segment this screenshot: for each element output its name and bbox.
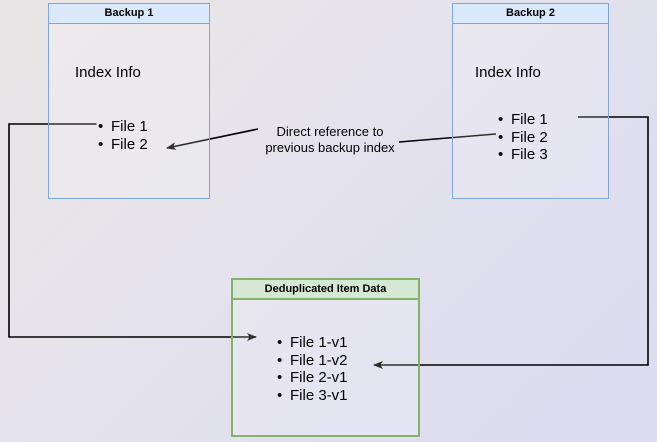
deduplicated-file-list: File 1-v1 File 1-v2 File 2-v1 File 3-v1: [277, 334, 348, 404]
node-backup-2-body: Index Info File 1 File 2 File 3: [453, 24, 608, 198]
list-item: File 1-v2: [277, 352, 348, 370]
list-item: File 1: [498, 111, 548, 129]
node-backup-1-body: Index Info File 1 File 2: [49, 24, 209, 198]
node-deduplicated-item-data[interactable]: Deduplicated Item Data File 1-v1 File 1-…: [231, 278, 420, 437]
edge-label-line-2: previous backup index: [265, 139, 395, 155]
list-item: File 1: [98, 118, 148, 136]
node-deduplicated-item-data-header: Deduplicated Item Data: [233, 280, 418, 300]
backup-2-index-info-label: Index Info: [475, 64, 541, 81]
backup-1-file-list: File 1 File 2: [98, 118, 148, 153]
backup-1-index-info-label: Index Info: [75, 64, 141, 81]
list-item: File 2: [498, 129, 548, 147]
node-backup-1[interactable]: Backup 1 Index Info File 1 File 2: [48, 3, 210, 199]
list-item: File 2-v1: [277, 369, 348, 387]
node-backup-2-header: Backup 2: [453, 4, 608, 24]
list-item: File 1-v1: [277, 334, 348, 352]
node-backup-1-header: Backup 1: [49, 4, 209, 24]
edge-label-line-1: Direct reference to: [276, 124, 384, 139]
backup-2-file-list: File 1 File 2 File 3: [498, 111, 548, 164]
list-item: File 2: [98, 136, 148, 154]
list-item: File 3-v1: [277, 387, 348, 405]
edge-label-direct-reference: Direct reference to previous backup inde…: [250, 124, 410, 155]
list-item: File 3: [498, 146, 548, 164]
node-backup-2[interactable]: Backup 2 Index Info File 1 File 2 File 3: [452, 3, 609, 199]
node-deduplicated-item-data-body: File 1-v1 File 1-v2 File 2-v1 File 3-v1: [233, 300, 418, 435]
